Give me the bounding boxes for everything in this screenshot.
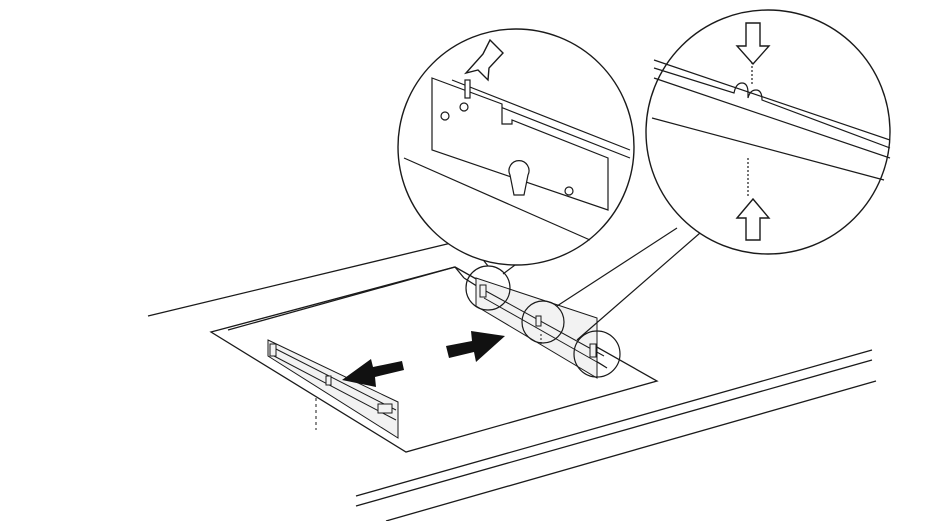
pull-arrow-icon bbox=[342, 359, 404, 387]
detail-left-bracket-plate bbox=[431, 77, 609, 211]
press-arrow-icon-right bbox=[735, 22, 771, 66]
detail-right-rail-hook bbox=[653, 67, 891, 149]
back-bracket-rail-bottom bbox=[483, 297, 605, 367]
countertop-front-edge-mid bbox=[355, 359, 873, 507]
front-bracket-tab-left bbox=[269, 343, 277, 357]
detail-left-keyhole bbox=[508, 160, 530, 196]
lift-arrow-icon-right bbox=[735, 197, 771, 241]
back-bracket-tab-center bbox=[535, 315, 542, 327]
front-bracket-tab-center bbox=[325, 375, 332, 386]
detail-view-right-frame bbox=[645, 9, 891, 255]
detail-left-rail-upper bbox=[451, 79, 631, 151]
detail-view-left-content bbox=[403, 77, 631, 241]
push-arrow-icon bbox=[446, 331, 505, 362]
detail-view-right-content bbox=[651, 59, 891, 196]
detail-left-counter-edge bbox=[403, 157, 591, 241]
detail-right-rail-top bbox=[653, 59, 891, 141]
detail-marker-center bbox=[521, 300, 565, 344]
detail-left-hole-c bbox=[564, 186, 574, 196]
back-bracket-rail-top bbox=[483, 289, 605, 357]
callout-line-right-b bbox=[576, 232, 701, 341]
cutout-outline bbox=[209, 266, 659, 453]
front-bracket-rail-bottom bbox=[273, 355, 397, 421]
front-bracket-rail-top bbox=[273, 347, 397, 411]
front-bracket-tab-right bbox=[377, 403, 393, 414]
detail-marker-right bbox=[573, 330, 621, 378]
back-bracket-tab-left bbox=[479, 284, 487, 298]
detail-left-hole-b bbox=[459, 102, 469, 112]
front-bracket bbox=[267, 339, 399, 439]
back-bracket bbox=[475, 277, 605, 379]
detail-left-pin bbox=[464, 79, 471, 99]
countertop-front-edge-lower bbox=[385, 380, 877, 521]
detail-right-rail-bottom bbox=[653, 77, 891, 159]
countertop-front-edge-upper bbox=[355, 349, 873, 497]
motion-arrows bbox=[342, 331, 505, 387]
back-bracket-tab-right bbox=[589, 343, 597, 358]
press-arrow-icon-left bbox=[463, 38, 504, 82]
detail-view-left bbox=[397, 28, 635, 266]
detail-view-right bbox=[645, 9, 891, 255]
cutout-inner-back bbox=[227, 266, 456, 331]
countertop bbox=[147, 237, 877, 521]
countertop-back-edge bbox=[147, 237, 473, 317]
detail-left-hole-a bbox=[440, 111, 450, 121]
detail-right-counter-edge bbox=[651, 117, 885, 181]
cutout-inner-right bbox=[454, 266, 465, 279]
callout-line-right-a bbox=[556, 227, 678, 307]
